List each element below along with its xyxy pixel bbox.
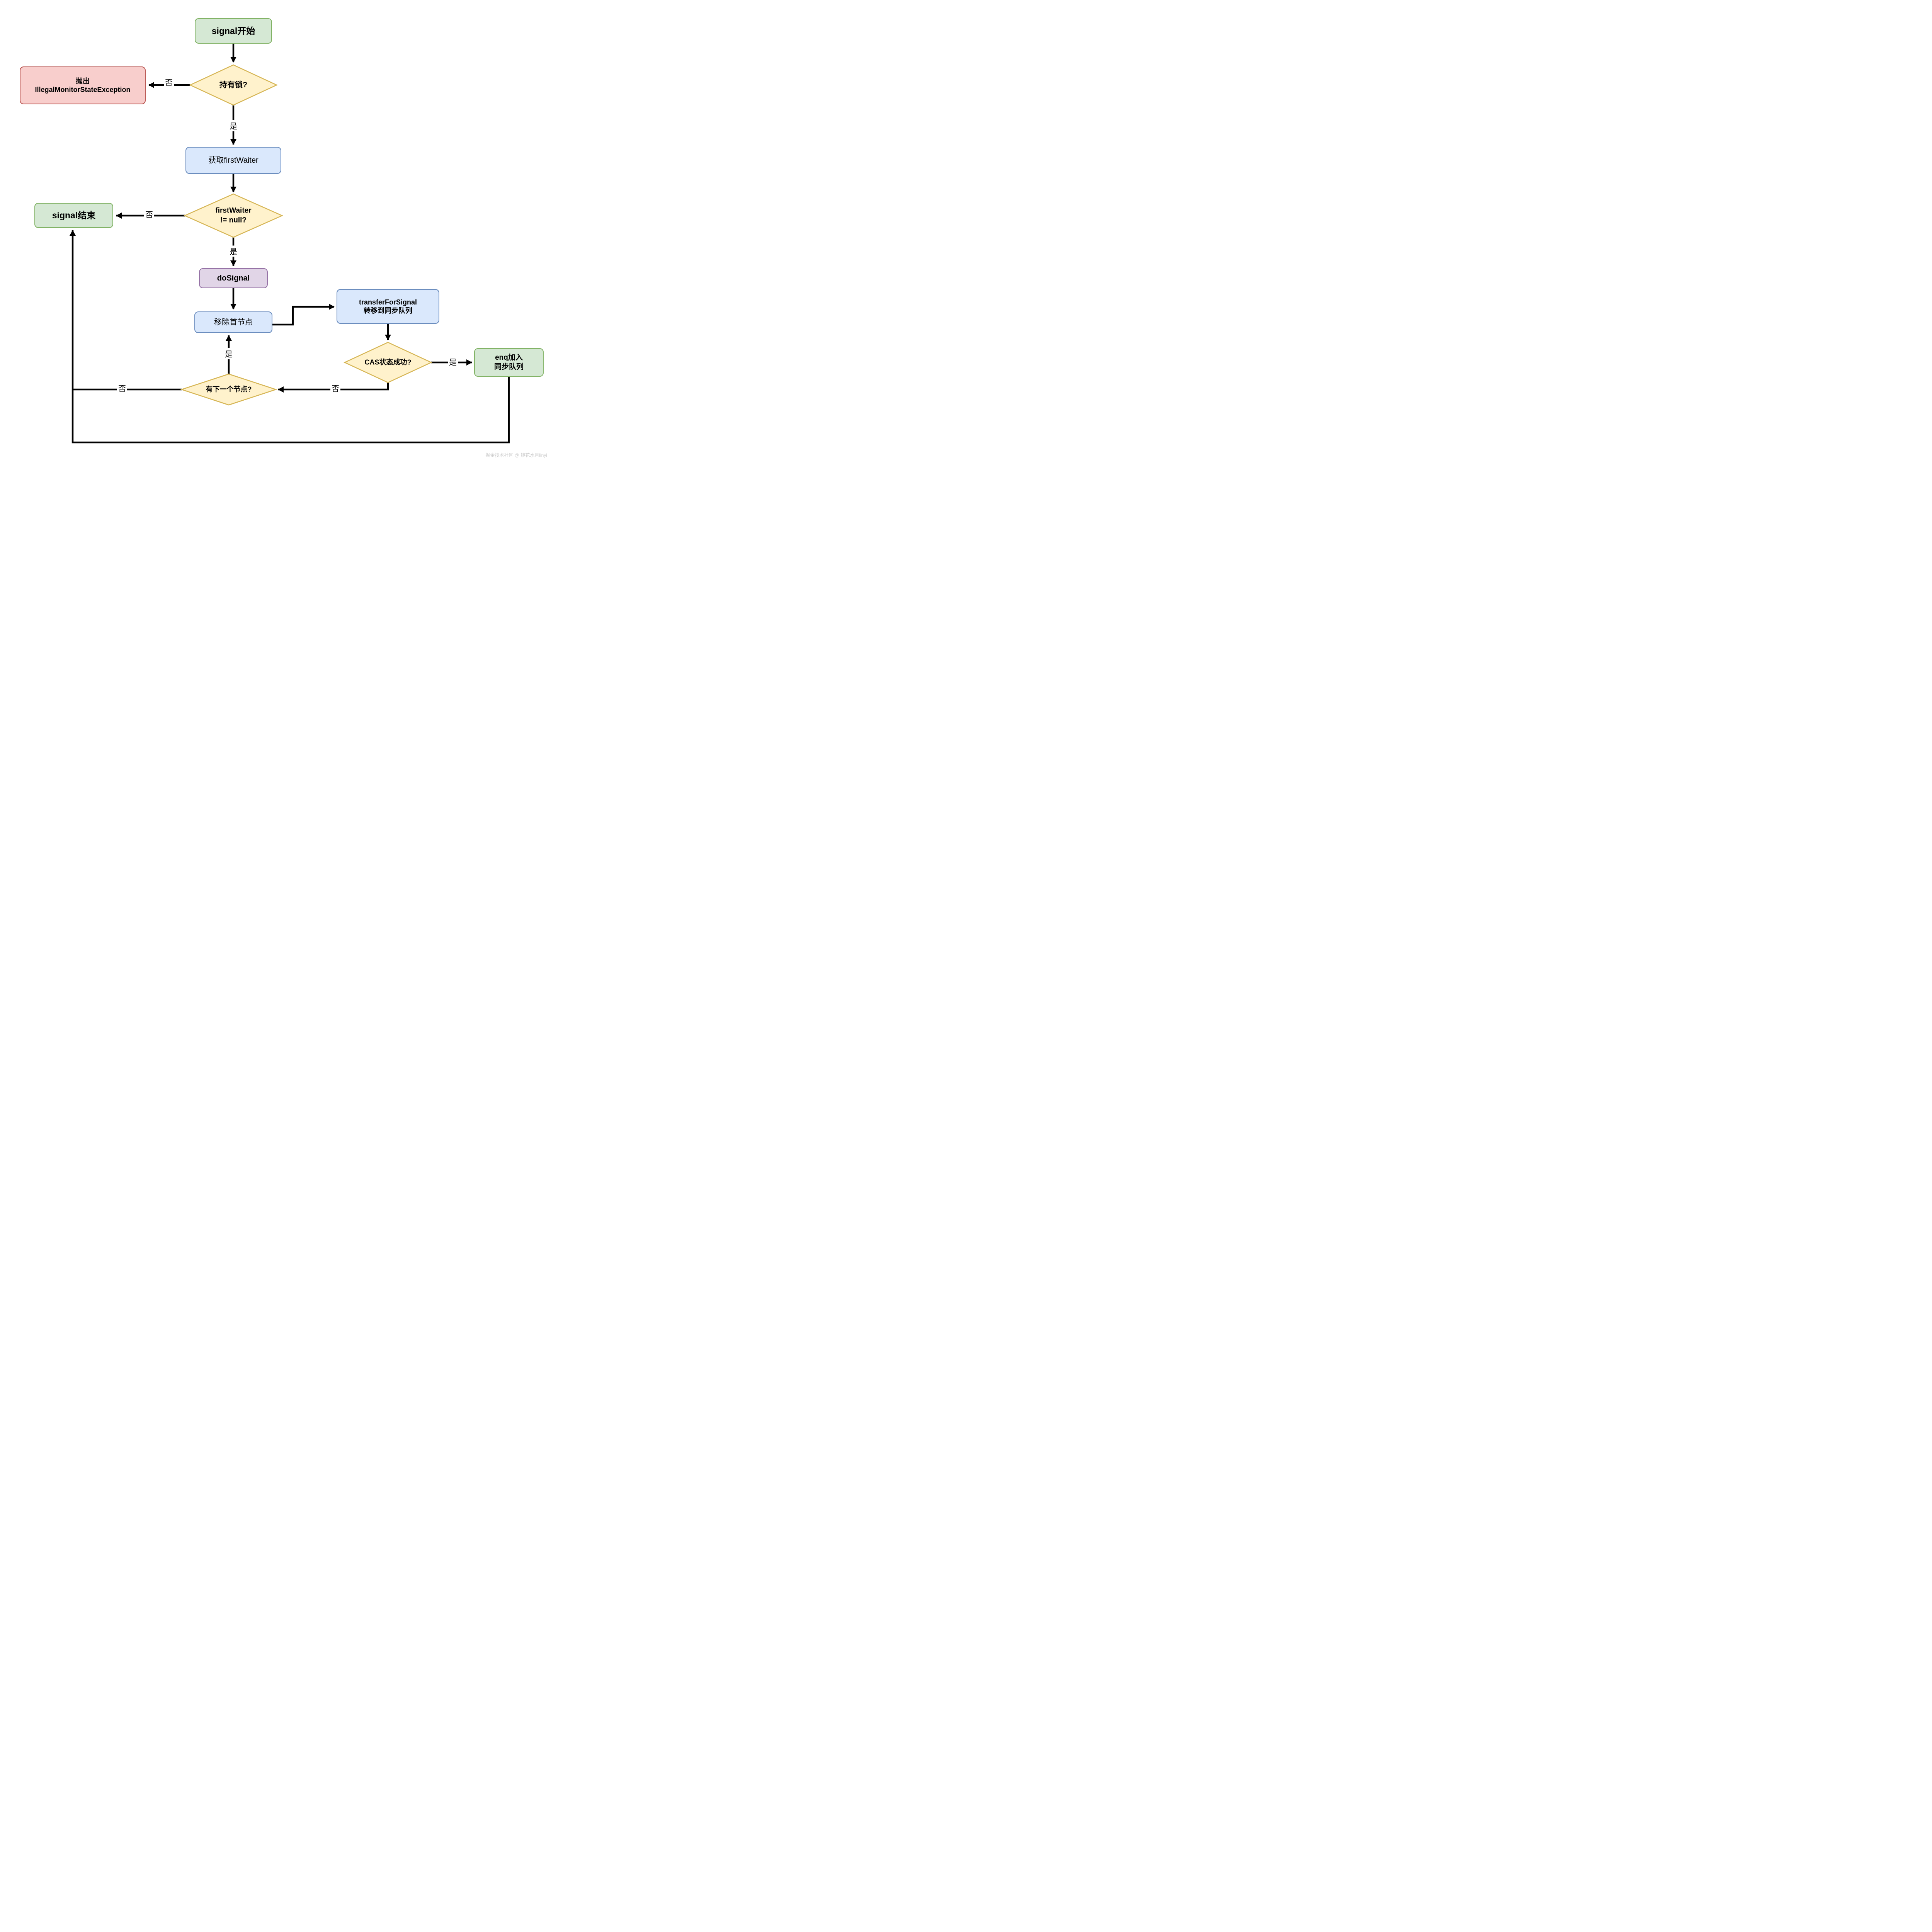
node-signal-start: signal开始 — [195, 18, 272, 44]
watermark-text: 掘金技术社区 @ 镜花水月linyi — [485, 452, 547, 458]
connector-layer — [70, 44, 510, 444]
node-transfer-for-signal: transferForSignal 转移到同步队列 — [337, 289, 439, 324]
edge-label-no-cas: 否 — [330, 382, 340, 394]
edge-label-no-hasnext: 否 — [117, 382, 127, 394]
decision-cas-success-label: CAS状态成功? — [364, 358, 412, 366]
decision-firstwaiter-label: firstWaiter != null? — [215, 206, 252, 224]
node-do-signal: doSignal — [199, 268, 268, 288]
decision-cas-success — [344, 342, 432, 383]
node-get-first-waiter: 获取firstWaiter — [185, 147, 281, 174]
decision-firstwaiter-not-null — [183, 193, 284, 238]
edge-label-yes-hasnext: 是 — [224, 348, 234, 359]
node-throw-exception: 抛出 IllegalMonitorStateException — [20, 66, 146, 104]
flowchart-canvas: signal开始 抛出 IllegalMonitorStateException… — [0, 0, 553, 459]
edge-label-yes-holdlock: 是 — [228, 120, 238, 131]
decision-has-next-label: 有下一个节点? — [206, 385, 252, 393]
decision-hold-lock — [189, 64, 278, 106]
edge-label-no-holdlock: 否 — [164, 76, 174, 88]
decision-hold-lock-label: 持有锁? — [219, 81, 248, 89]
edge-label-yes-nullcheck: 是 — [228, 245, 238, 257]
decision-has-next-node — [180, 373, 278, 406]
edge-removehead-to-transfer — [272, 304, 335, 326]
edge-label-no-nullcheck: 否 — [144, 208, 154, 220]
edge-cas-no-to-hasnext — [278, 383, 389, 393]
node-remove-head: 移除首节点 — [194, 311, 272, 333]
edge-label-yes-cas: 是 — [448, 356, 458, 367]
node-signal-end: signal结束 — [34, 203, 113, 228]
node-enq-join-queue: enq加入 同步队列 — [474, 348, 544, 377]
edge-enq-loop-to-end — [70, 230, 510, 444]
